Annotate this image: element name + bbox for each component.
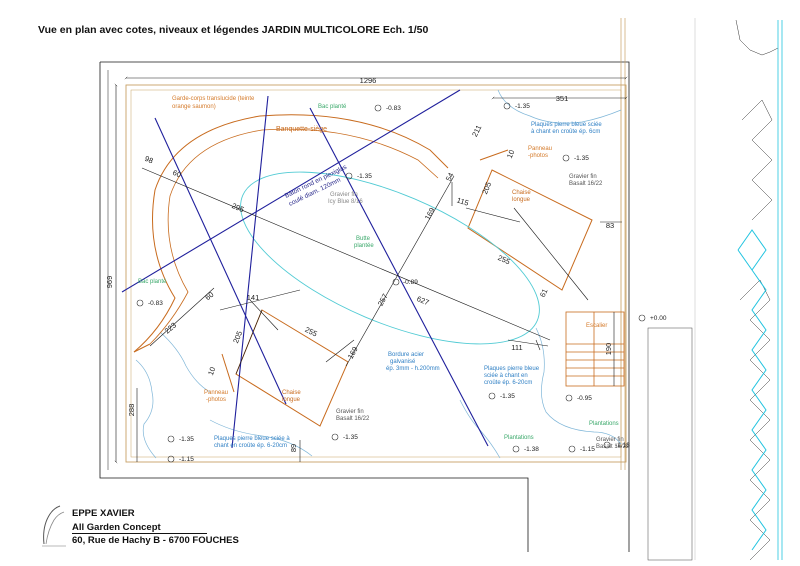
label-bordure-2: galvanisé [390, 359, 416, 365]
label-garde-corps-2: orange saumon) [172, 104, 216, 110]
level-135-top-right: -1.35 [515, 103, 530, 110]
sheet-title: Vue en plan avec cotes, niveaux et légen… [38, 24, 429, 36]
label-bac-plante-top: Bac planté [318, 104, 347, 110]
dim-61: 61 [538, 287, 550, 298]
label-plaques-right-3: croûte ép. 6-20cm [484, 380, 532, 386]
level-083-top: -0.83 [386, 105, 401, 112]
level-115-left: -1.15 [179, 456, 194, 463]
dim-627: 627 [415, 294, 430, 307]
plexiglas-rods [121, 89, 489, 449]
level-135-bottom-left: -1.35 [179, 436, 194, 443]
label-chaise-bottom-2: longue [282, 397, 301, 403]
level-135-right: -1.35 [500, 393, 515, 400]
dim-1296: 1296 [360, 76, 377, 85]
dim-83: 83 [606, 221, 614, 230]
label-gravier-basalt-top-2: Basalt 16/22 [569, 181, 603, 187]
dim-141: 141 [247, 293, 260, 302]
label-plaques-right-1: Plaques pierre bleue [484, 366, 540, 372]
stone-plaque-areas [135, 89, 622, 459]
boundary-walls [99, 61, 630, 552]
label-gravier-basalt-top-1: Gravier fin [569, 174, 597, 180]
dim-211: 211 [470, 124, 483, 139]
dim-54: 54 [444, 171, 456, 182]
label-gravier-fin-right-2: Basalt 16/22 [596, 444, 630, 450]
label-escalier: Escalier [586, 323, 607, 329]
level-083-left: -0.83 [148, 300, 163, 307]
label-plaques-top-2: à chant en croûte ép. 6cm [531, 129, 600, 135]
dim-60-top: 60 [171, 168, 182, 179]
dimension-texts: 1296 969 351 211 54 98 60 295 169 115 20… [105, 76, 614, 452]
label-plaques-bottom-1: Plaques pierre bleue sciée à [214, 436, 290, 442]
label-panneau-top-1: Panneau [528, 146, 552, 152]
dim-351: 351 [556, 94, 569, 103]
company-name: All Garden Concept [72, 522, 161, 533]
dim-257: 257 [376, 292, 390, 307]
lounge-chair-bottom-left [221, 309, 349, 427]
lounge-chair-top-right [467, 149, 593, 291]
dim-190: 190 [604, 343, 613, 356]
label-panneau-top-2: -photos [528, 153, 548, 159]
label-gravier-fin-right-1: Gravier fin [596, 437, 624, 443]
dim-969: 969 [105, 276, 114, 289]
garden-enclosure [125, 18, 627, 470]
level-138: -1.38 [524, 446, 539, 453]
dim-205-bottom: 205 [231, 330, 244, 345]
curved-bench [133, 114, 449, 353]
level-095: -0.95 [577, 395, 592, 402]
company-logo-icon [42, 505, 66, 547]
dim-89: 89 [289, 444, 298, 452]
level-135-bottom-mid: -1.35 [343, 434, 358, 441]
title-underline [72, 533, 207, 534]
label-butte-2: plantée [354, 243, 374, 249]
planted-mound [240, 171, 540, 345]
label-gravier-basalt-bottom-1: Gravier fin [336, 409, 364, 415]
dim-115: 115 [456, 195, 470, 207]
level-000: +0.00 [650, 315, 667, 322]
level-markers [136, 102, 646, 463]
label-banquette: Banquette-siège [276, 126, 327, 133]
label-chaise-top-1: Chaise [512, 190, 531, 196]
label-plaques-top-1: Plaques pierre bleue sciée [531, 122, 602, 128]
label-panneau-bottom-1: Panneau [204, 390, 228, 396]
annotations: Garde-corps translucide (teinte orange s… [138, 96, 630, 450]
level-115-right: -1.15 [580, 446, 595, 453]
label-plantations-mid: Plantations [504, 435, 534, 441]
company-address: 60, Rue de Hachy B - 6700 FOUCHES [72, 535, 239, 546]
dim-98: 98 [143, 154, 154, 165]
title-block: EPPE XAVIER All Garden Concept 60, Rue d… [40, 504, 270, 552]
dim-205-top: 205 [480, 181, 493, 196]
label-plantations-right: Plantations [589, 421, 619, 427]
dimension-lines [114, 76, 628, 464]
level-135-center: -1.35 [357, 173, 372, 180]
dim-288: 288 [127, 404, 136, 417]
dim-10-bottom: 10 [206, 366, 217, 377]
label-gravier-icy-1: Gravier fin [330, 192, 358, 198]
label-plaques-right-2: sciée à chant en [484, 373, 528, 379]
elevation-strip [647, 18, 783, 561]
dim-111: 111 [511, 343, 522, 352]
dim-10-top: 10 [505, 149, 516, 160]
designer-name: EPPE XAVIER [72, 508, 135, 519]
label-garde-corps-1: Garde-corps translucide (teinte [172, 96, 255, 102]
label-bordure-1: Bordure acier [388, 352, 424, 358]
level-135-panel: -1.35 [574, 155, 589, 162]
label-chaise-bottom-1: Chaise [282, 390, 301, 396]
label-butte-1: Butte [356, 236, 371, 242]
level-texts: -0.83 -1.35 -1.35 -1.35 -0.83 -0.89 +0.0… [148, 103, 667, 463]
stair [565, 311, 625, 387]
level-118: -1.18 [615, 442, 630, 449]
dim-60-left: 60 [203, 290, 215, 302]
label-chaise-top-2: longue [512, 197, 531, 203]
level-089: -0.89 [403, 279, 418, 286]
dim-295: 295 [230, 201, 245, 214]
dim-169-bottom: 169 [346, 345, 360, 360]
label-gravier-basalt-bottom-2: Basalt 16/22 [336, 416, 370, 422]
label-bac-plante-left: Bac planté [138, 279, 167, 285]
label-bordure-3: ép. 3mm - h.200mm [386, 366, 440, 372]
label-panneau-bottom-2: -photos [206, 397, 226, 403]
label-gravier-icy-2: Icy Blue 8/16 [328, 199, 363, 205]
label-plaques-bottom-2: chant en croûte ép. 6-20cm [214, 443, 287, 449]
